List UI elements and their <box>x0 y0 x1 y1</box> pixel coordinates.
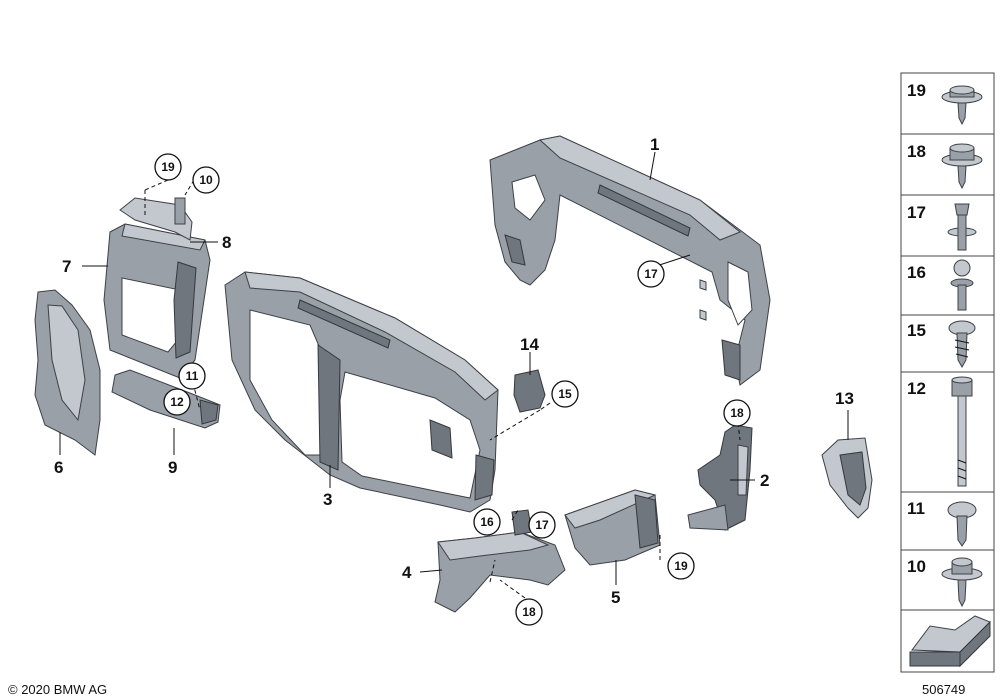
callout-6: 6 <box>54 458 63 477</box>
callout-9: 9 <box>168 458 177 477</box>
callout-numbers: 1 2 3 4 5 6 7 8 9 13 14 <box>54 135 854 607</box>
svg-text:12: 12 <box>170 395 184 409</box>
fastener-label-16: 16 <box>907 263 926 282</box>
callout-3: 3 <box>323 490 332 509</box>
callout-8: 8 <box>222 233 231 252</box>
svg-text:19: 19 <box>161 160 175 174</box>
svg-text:18: 18 <box>522 605 536 619</box>
ring-17-lower: 17 <box>528 511 556 539</box>
svg-text:17: 17 <box>535 518 549 532</box>
part-14-small-holder <box>513 369 546 413</box>
ring-15: 15 <box>551 380 579 408</box>
fastener-label-15: 15 <box>907 321 926 340</box>
part-5-air-duct-right <box>564 489 661 566</box>
fastener-box-16 <box>900 255 995 316</box>
ring-10: 10 <box>192 166 220 194</box>
fastener-18-icon <box>941 143 983 190</box>
callout-5: 5 <box>611 588 620 607</box>
fastener-15-icon <box>948 320 976 369</box>
fastener-sidebar: 19 18 17 16 15 12 11 10 <box>900 72 995 673</box>
part-7-holder <box>103 223 211 379</box>
svg-text:18: 18 <box>730 406 744 420</box>
part-1-upper-carrier <box>489 135 771 386</box>
part-6-side-air-guide <box>34 289 101 456</box>
ring-18-lower: 18 <box>515 598 543 626</box>
leader-lines <box>59 151 849 599</box>
ring-11: 11 <box>178 362 206 390</box>
svg-text:10: 10 <box>199 173 213 187</box>
fastener-box-19 <box>900 72 995 135</box>
fastener-12-icon <box>951 376 973 487</box>
fastener-19-icon <box>941 85 983 126</box>
fastener-label-12: 12 <box>907 379 926 398</box>
copyright-text: © 2020 BMW AG <box>8 682 107 697</box>
ring-19-lower: 19 <box>667 552 695 580</box>
fastener-label-19: 19 <box>907 81 926 100</box>
svg-text:15: 15 <box>558 387 572 401</box>
diagram-id: 506749 <box>922 682 965 697</box>
fastener-17-icon <box>947 203 977 251</box>
fastener-label-11: 11 <box>907 499 925 518</box>
fastener-label-10: 10 <box>907 557 926 576</box>
part-8-bracket-plate <box>119 197 193 241</box>
fastener-label-18: 18 <box>907 142 926 161</box>
fastener-16-icon <box>950 259 974 311</box>
ring-19-top: 19 <box>154 153 182 181</box>
svg-text:16: 16 <box>480 515 494 529</box>
callout-7: 7 <box>62 257 71 276</box>
fastener-box-11 <box>900 491 995 551</box>
ring-17-upper: 17 <box>637 260 665 288</box>
part-2-side-bracket <box>687 424 753 531</box>
part-3-front-end-carrier <box>224 271 499 513</box>
callout-14: 14 <box>520 335 539 354</box>
fastener-10-icon <box>941 557 983 608</box>
fastener-box-17 <box>900 194 995 257</box>
callout-2: 2 <box>760 471 769 490</box>
callout-13: 13 <box>835 389 854 408</box>
callout-4: 4 <box>402 563 412 582</box>
circled-references: 19 10 11 12 15 17 18 16 <box>154 153 751 626</box>
svg-text:11: 11 <box>186 369 199 383</box>
fastener-box-15 <box>900 314 995 373</box>
svg-text:17: 17 <box>644 267 658 281</box>
part-4-air-duct-left <box>434 509 566 613</box>
part-13-cover <box>821 437 873 519</box>
ring-18-right: 18 <box>723 399 751 427</box>
ring-16: 16 <box>473 508 501 536</box>
callout-1: 1 <box>650 135 659 154</box>
fastener-11-icon <box>947 501 977 547</box>
front-direction-arrow-icon <box>909 615 991 668</box>
ring-12: 12 <box>163 388 191 416</box>
fastener-label-17: 17 <box>907 203 926 222</box>
svg-text:19: 19 <box>674 559 688 573</box>
